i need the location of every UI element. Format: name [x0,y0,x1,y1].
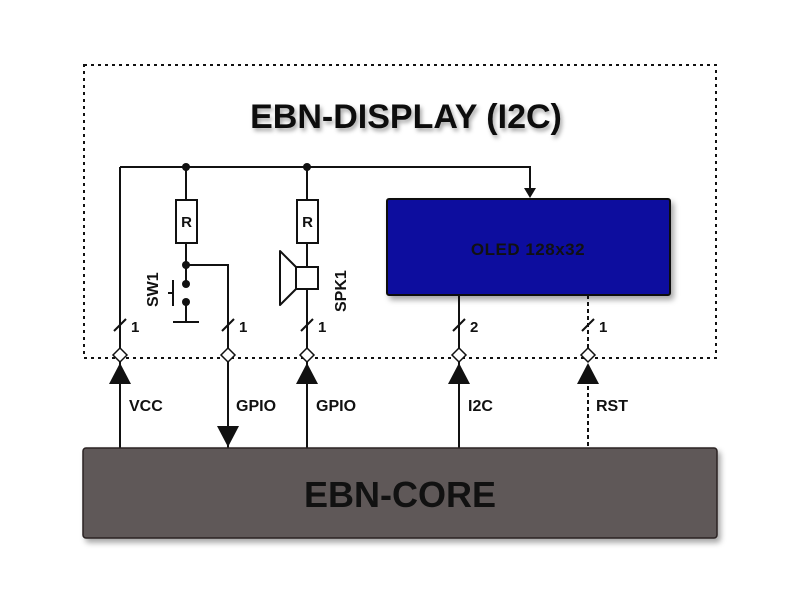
port-diamond [450,346,468,364]
switch-contact [182,280,190,288]
gpio-in-wire [186,264,229,448]
gpio-down-arrow [217,426,239,447]
oled-display [386,198,671,296]
bus-tick: 1 [221,318,247,336]
bus-width-label: 1 [599,319,607,336]
vcc-up-arrow [109,363,131,384]
bus-tick: 1 [113,318,139,336]
port-diamond [298,346,316,364]
signal-label-gpio-out: GPIO [316,398,356,415]
core-module [82,447,718,539]
bus-tick: 1 [300,318,326,336]
speaker-label: SPK1 [333,270,350,312]
i2c-up-arrow [448,363,470,384]
display-module-boundary [83,64,717,359]
port-diamond [111,346,129,364]
core-module-title: EBN-CORE [304,474,496,515]
speaker-icon [279,250,319,306]
bus-tick: 1 [581,318,607,336]
oled-power-arrow [524,188,536,198]
bus-width-label: 1 [239,319,247,336]
port-diamond [219,346,237,364]
signal-label-rst: RST [596,398,628,415]
bus-width-label: 2 [470,319,478,336]
signal-label-vcc: VCC [129,398,163,415]
signal-label-gpio-in: GPIO [236,398,276,415]
vcc-rail [120,166,531,190]
resistor-r1-label: R [181,214,192,231]
bus-width-label: 1 [131,319,139,336]
resistor-r2-label: R [302,214,313,231]
port-diamond [579,346,597,364]
bus-width-label: 1 [318,319,326,336]
rst-up-arrow [577,363,599,384]
switch-label: SW1 [145,272,162,307]
oled-label: OLED 128x32 [471,240,585,259]
display-module-title: EBN-DISPLAY (I2C) [250,98,562,136]
bus-tick: 2 [452,318,478,336]
signal-label-i2c: I2C [468,398,493,415]
gpio-up-arrow [296,363,318,384]
